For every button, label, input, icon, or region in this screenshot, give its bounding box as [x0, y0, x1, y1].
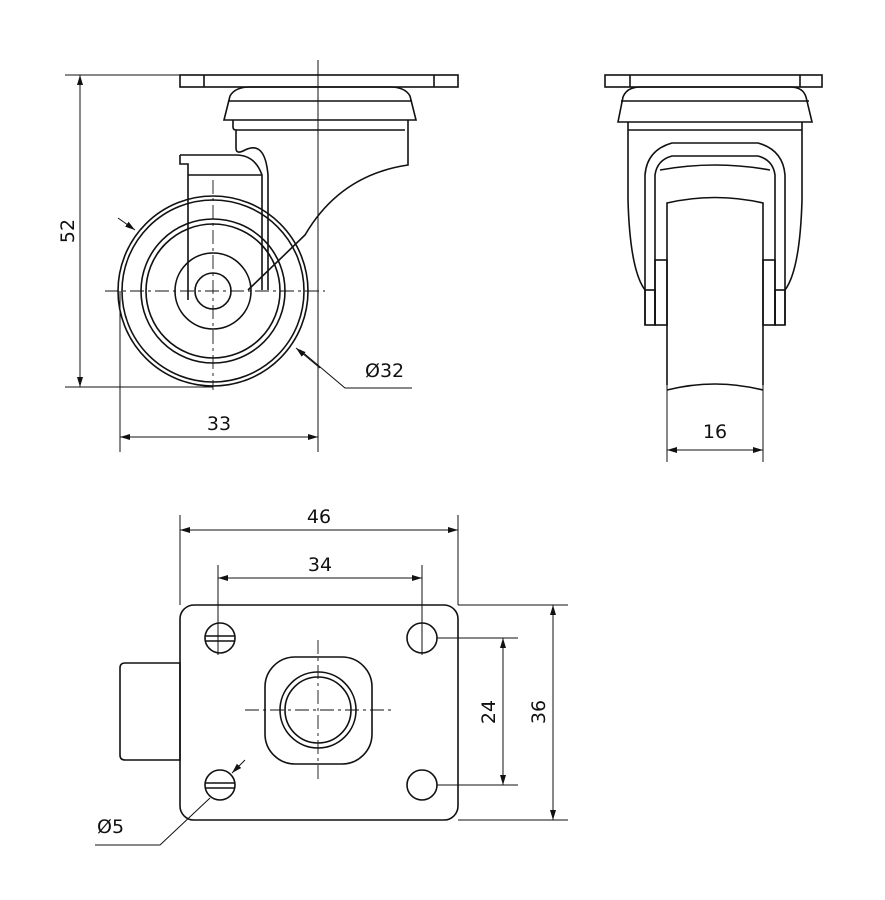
- height-dimension: 52: [57, 219, 79, 243]
- wheel-front: [666, 196, 764, 385]
- mounting-plate-front: [604, 74, 823, 88]
- side-view: 52 33 Ø32: [57, 60, 459, 452]
- plate-width-dimension: 46: [307, 506, 331, 528]
- wheel-projection: [119, 662, 181, 761]
- top-plate: [179, 604, 459, 821]
- front-view: 16: [604, 74, 823, 462]
- swivel-housing: [222, 86, 418, 121]
- plate-view: 46 34 24 36 Ø5: [95, 506, 568, 846]
- hole-diameter-dimension: Ø5: [97, 816, 124, 838]
- wheel-width-dimension: 16: [703, 421, 727, 443]
- swivel-boss: [264, 656, 373, 765]
- plate-depth-dimension: 36: [528, 700, 550, 724]
- wheel-diameter-dimension: Ø32: [365, 360, 404, 382]
- mounting-plate: [179, 74, 459, 88]
- hole-spacing-y-dimension: 24: [478, 700, 500, 724]
- offset-dimension: 33: [207, 413, 231, 435]
- hole-spacing-x-dimension: 34: [308, 554, 332, 576]
